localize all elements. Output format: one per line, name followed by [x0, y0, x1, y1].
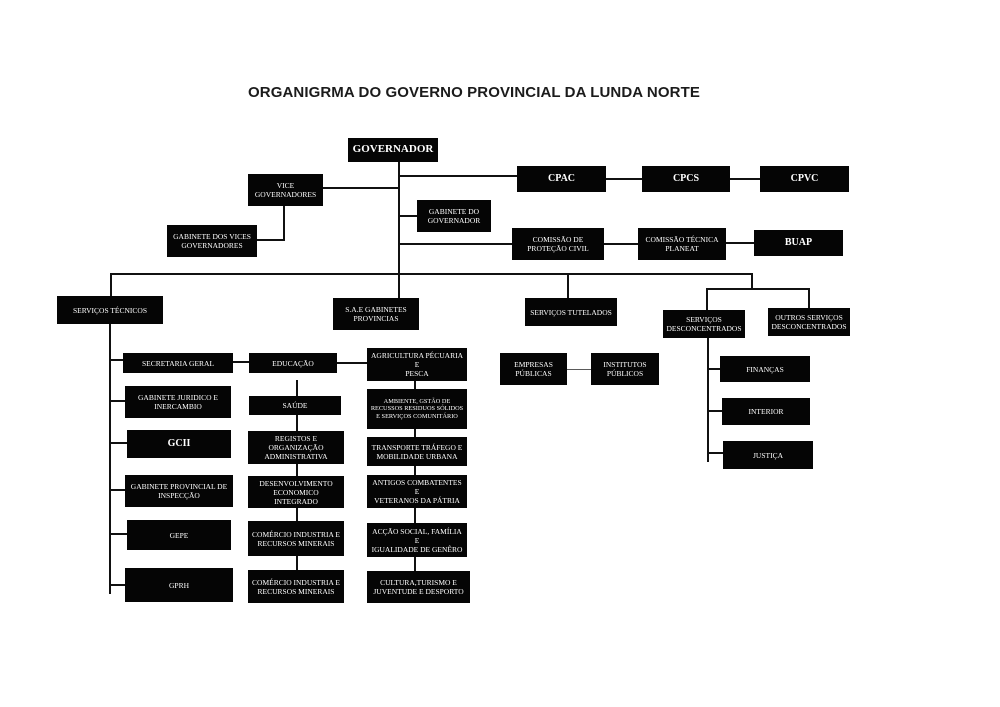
connector — [109, 533, 127, 535]
node-secretaria-geral: SECRETARIA GERAL — [123, 353, 233, 373]
connector — [398, 274, 400, 298]
node-institutos-publicos: INSTITUTOS PÚBLICOS — [591, 353, 659, 385]
connector — [399, 175, 517, 177]
node-sae-gabinetes: S.A.E GABINETES PROVINCIAS — [333, 298, 419, 330]
connector — [110, 274, 112, 296]
connector — [707, 336, 709, 462]
connector — [707, 410, 722, 412]
chart-title: ORGANIGRMA DO GOVERNO PROVINCIAL DA LUND… — [248, 84, 700, 101]
node-gabinete-vices: GABINETE DOS VICES GOVERNADORES — [167, 225, 257, 257]
connector — [296, 415, 298, 431]
connector — [110, 273, 753, 275]
connector — [808, 288, 810, 308]
node-servicos-tutelados: SERVIÇOS TUTELADOS — [525, 298, 617, 326]
node-gabinete-inspeccao: GABINETE PROVINCIAL DE INSPECÇÃO — [125, 475, 233, 507]
node-interior: INTERIOR — [722, 398, 810, 425]
node-cultura: CULTURA,TURISMO E JUVENTUDE E DESPORTO — [367, 571, 470, 603]
connector — [398, 162, 400, 275]
node-financas: FINANÇAS — [720, 356, 810, 382]
node-antigos-combatentes: ANTIGOS COMBATENTES E VETERANOS DA PÁTRI… — [367, 475, 467, 508]
node-cpvc: CPVC — [760, 166, 849, 192]
node-registos: REGISTOS E ORGANIZAÇÃO ADMINISTRATIVA — [248, 431, 344, 464]
node-servicos-tecnicos: SERVIÇOS TÉCNICOS — [57, 296, 163, 324]
node-governador: GOVERNADOR — [348, 138, 438, 162]
node-empresas-publicas: EMPRESAS PÚBLICAS — [500, 353, 567, 385]
node-gabinete-governador: GABINETE DO GOVERNADOR — [417, 200, 491, 232]
node-servicos-desconcentrados: SERVIÇOS DESCONCENTRADOS — [663, 310, 745, 338]
connector — [296, 556, 298, 570]
node-vice-governadores: VICE GOVERNADORES — [248, 174, 323, 206]
node-justica: JUSTIÇA — [723, 441, 813, 469]
node-educacao: EDUCAÇÃO — [249, 353, 337, 373]
connector — [567, 369, 591, 370]
connector — [296, 380, 298, 396]
connector — [233, 361, 249, 363]
connector — [109, 584, 125, 586]
connector — [109, 400, 125, 402]
node-gcii: GCII — [127, 430, 231, 458]
node-cpac: CPAC — [517, 166, 606, 192]
connector — [399, 243, 512, 245]
connector — [257, 239, 285, 241]
node-saude: SAÚDE — [249, 396, 341, 415]
connector — [322, 187, 399, 189]
node-transporte: TRANSPORTE TRÁFEGO E MOBILIDADE URBANA — [367, 437, 467, 466]
node-comissao-protecao-civil: COMISSÃO DE PROTEÇÃO CIVIL — [512, 228, 604, 260]
node-comercio-2: COMÉRCIO INDUSTRIA E RECURSOS MINERAIS — [248, 570, 344, 603]
node-desenvolvimento: DESENVOLVIMENTO ECONOMICO INTEGRADO — [248, 476, 344, 508]
connector — [109, 489, 125, 491]
connector — [414, 508, 416, 523]
connector — [726, 242, 754, 244]
connector — [296, 508, 298, 521]
node-buap: BUAP — [754, 230, 843, 256]
node-cpcs: CPCS — [642, 166, 730, 192]
connector — [604, 243, 638, 245]
connector — [414, 429, 416, 437]
node-gepe: GEPE — [127, 520, 231, 550]
node-outros-servicos: OUTROS SERVIÇOS DESCONCENTRADOS — [768, 308, 850, 336]
node-comissao-tecnica-planeat: COMISSÃO TÉCNICA PLANEAT — [638, 228, 726, 260]
connector — [296, 464, 298, 476]
connector — [706, 288, 708, 310]
node-accao-social: ACÇÃO SOCIAL, FAMÍLIA E IGUALIDADE DE GE… — [367, 523, 467, 557]
connector — [109, 359, 123, 361]
connector — [414, 381, 416, 389]
connector — [109, 442, 127, 444]
connector — [283, 205, 285, 241]
connector — [414, 557, 416, 571]
connector — [337, 362, 367, 364]
connector — [606, 178, 642, 180]
connector — [751, 274, 753, 288]
node-gabinete-juridico: GABINETE JURIDICO E INERCAMBIO — [125, 386, 231, 418]
connector — [707, 452, 723, 454]
node-ambiente: AMBIENTE, GSTÃO DE RECUSSOS RESIDUOS SÓL… — [367, 389, 467, 429]
connector — [706, 288, 810, 290]
node-comercio-1: COMÉRCIO INDUSTRIA E RECURSOS MINERAIS — [248, 521, 344, 556]
connector — [567, 274, 569, 298]
connector — [730, 178, 760, 180]
node-agricultura: AGRICULTURA PÉCUARIA E PESCA — [367, 348, 467, 381]
connector — [109, 324, 111, 594]
connector — [414, 466, 416, 475]
connector — [707, 368, 720, 370]
connector — [399, 215, 417, 217]
node-gprh: GPRH — [125, 568, 233, 602]
